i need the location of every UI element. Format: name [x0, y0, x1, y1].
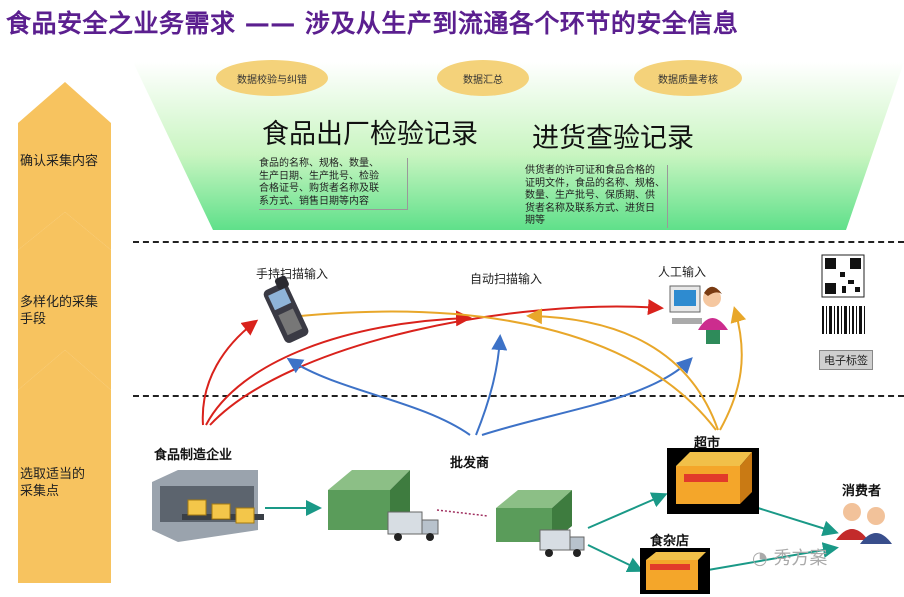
red-arrow-3 — [209, 299, 664, 426]
orange-arrow-1 — [276, 308, 717, 431]
teal-arrow-wholesaler-supermarket — [587, 492, 668, 529]
pill-quality: 数据质量考核 — [634, 60, 742, 96]
record-desc-inbound: 供货者的许可证和食品合格的证明文件，食品的名称、规格、 数量、生产批号、保质期、… — [525, 165, 668, 228]
blue-arrow-3 — [481, 357, 693, 436]
node-grocery-label: 食杂店 — [650, 534, 690, 549]
node-wholesaler-label: 批发商 — [450, 456, 490, 471]
node-consumer-label: 消费者 — [842, 484, 882, 499]
page-title: 食品安全之业务需求 —— 涉及从生产到流通各个环节的安全信息 — [6, 9, 739, 38]
node-manufacturer-label: 食品制造企业 — [154, 448, 233, 463]
step-label-points: 选取适当的采集点 — [20, 467, 86, 499]
teal-arrow-wholesaler-grocery — [587, 544, 644, 573]
orange-arrow-2 — [526, 308, 719, 431]
red-arrow-2 — [205, 310, 472, 426]
truck-icon-2 — [539, 529, 585, 557]
method-manual-label: 人工输入 — [658, 265, 707, 279]
etag-box: 电子标签 — [819, 350, 873, 370]
qr-code-icon — [821, 254, 865, 298]
grocery-icon — [640, 548, 710, 594]
step-label-methods: 多样化的采集手段 — [20, 295, 99, 327]
blue-arrow-2 — [475, 334, 508, 436]
factory-conveyor-icon — [152, 470, 264, 542]
pill-aggregation: 数据汇总 — [437, 60, 529, 96]
content-trapezoid — [133, 62, 904, 230]
handheld-scanner-icon — [263, 275, 309, 343]
teal-arrow-grocery-consumer — [707, 542, 839, 571]
chevron-3 — [18, 350, 111, 583]
supermarket-icon — [667, 448, 759, 514]
chevron-1 — [18, 82, 111, 250]
warehouse-icon-2 — [496, 490, 572, 542]
record-title-outbound: 食品出厂检验记录 — [262, 119, 478, 150]
truck-icon-1 — [387, 511, 439, 541]
chat-icon: ◔ — [752, 548, 774, 569]
teal-arrow-supermarket-consumer — [757, 507, 839, 537]
divider-bottom — [133, 395, 904, 397]
record-title-inbound: 进货查验记录 — [532, 123, 694, 154]
orange-arrow-3 — [719, 306, 747, 431]
step-label-confirm: 确认采集内容 — [20, 154, 99, 169]
dotted-arrow-to-wholesaler — [436, 509, 489, 517]
watermark: ◔ 秀方案 — [752, 548, 828, 569]
record-desc-outbound: 食品的名称、规格、数量、生产日期、生产批号、检验 合格证号、购货者名称及联系方式… — [259, 158, 408, 210]
blue-arrow-1 — [286, 357, 471, 436]
barcode-icon — [822, 306, 865, 334]
method-auto-label: 自动扫描输入 — [470, 272, 543, 286]
consumers-icon — [836, 503, 892, 544]
pill-validation: 数据校验与纠错 — [216, 60, 328, 96]
chevron-2 — [18, 212, 111, 390]
divider-top — [133, 241, 904, 243]
red-arrow-1 — [201, 319, 259, 426]
method-handheld-label: 手持扫描输入 — [256, 267, 329, 281]
computer-operator-icon — [669, 285, 728, 344]
node-supermarket-label: 超市 — [694, 436, 721, 451]
